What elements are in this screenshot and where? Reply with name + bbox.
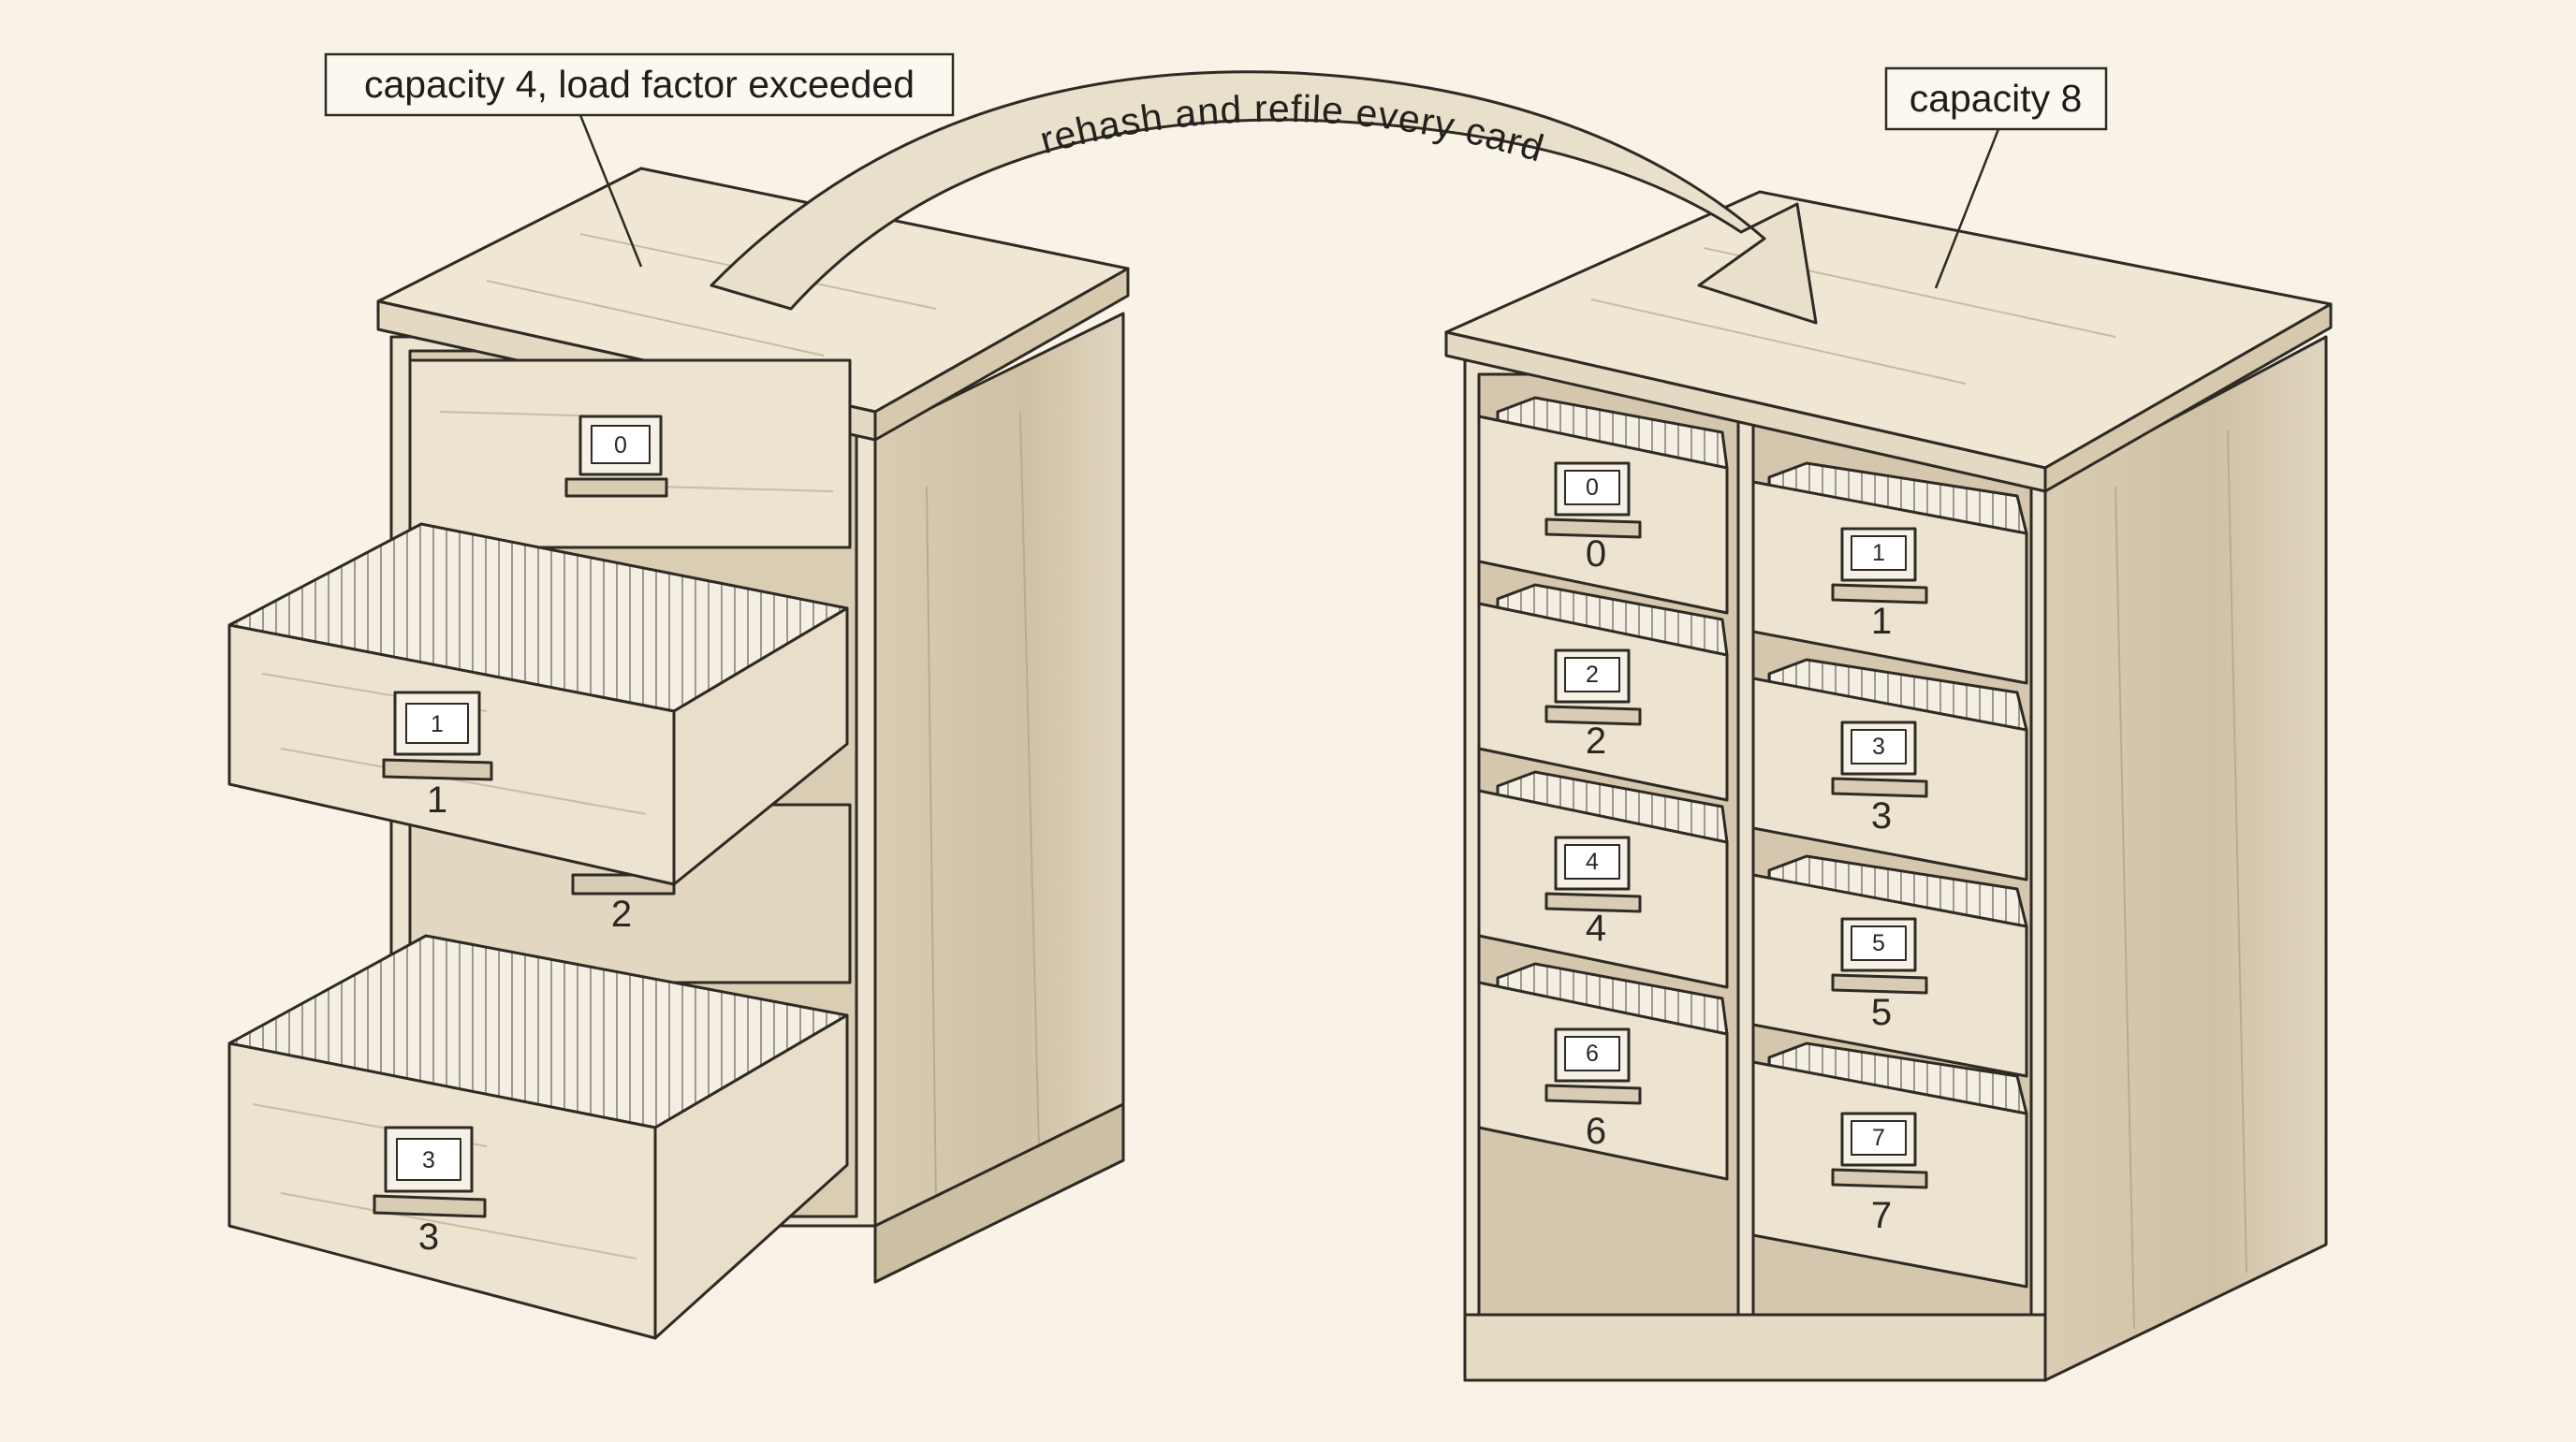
old-cabinet-labels: 0 1 1 2 3 3 — [418, 432, 632, 1258]
new-drawer-1 — [1751, 461, 2028, 685]
old-cabinet — [227, 167, 1130, 1340]
new-drawer-0-tag: 0 — [1586, 474, 1599, 501]
new-drawer-7-label: 7 — [1871, 1195, 1892, 1236]
new-drawer-5 — [1751, 854, 2028, 1078]
old-drawer-2-label: 2 — [611, 894, 632, 935]
old-capacity-box — [324, 52, 955, 117]
old-drawer-3-label: 3 — [418, 1216, 439, 1258]
new-drawer-5-tag: 5 — [1872, 930, 1885, 956]
new-drawer-1-tag: 1 — [1872, 540, 1885, 566]
new-drawer-4-tag: 4 — [1586, 849, 1599, 875]
new-drawer-2 — [1477, 583, 1729, 802]
rehash-arrow — [710, 70, 1818, 325]
new-drawer-7 — [1751, 1041, 2028, 1289]
new-drawer-0 — [1477, 396, 1729, 615]
new-cabinet — [1444, 190, 2333, 1382]
old-drawer-3-tag: 3 — [422, 1147, 435, 1173]
rehash-arrow-body — [710, 70, 1818, 325]
new-drawer-3-tag: 3 — [1872, 734, 1885, 760]
new-drawer-3-label: 3 — [1871, 795, 1892, 837]
old-drawer-1-label: 1 — [427, 779, 447, 821]
new-drawer-2-label: 2 — [1586, 721, 1606, 762]
old-drawer-3 — [227, 934, 849, 1340]
new-capacity-box — [1884, 66, 2108, 131]
new-capacity-callout: capacity 8 — [1884, 66, 2108, 289]
new-drawer-7-tag: 7 — [1872, 1125, 1885, 1151]
old-drawer-1-tag: 1 — [431, 711, 444, 737]
new-drawer-3 — [1751, 658, 2028, 881]
old-capacity-text: capacity 4, load factor exceeded — [364, 63, 915, 106]
new-drawer-1-label: 1 — [1871, 601, 1892, 642]
new-cabinet-side — [2043, 335, 2328, 1382]
new-capacity-text: capacity 8 — [1910, 77, 2083, 120]
old-drawer-0-tag: 0 — [614, 432, 627, 459]
old-drawer-1 — [227, 522, 849, 886]
new-drawer-5-label: 5 — [1871, 992, 1892, 1033]
new-drawer-2-tag: 2 — [1586, 662, 1599, 688]
new-drawer-6-label: 6 — [1586, 1111, 1606, 1152]
new-cabinet-labels: 0 0 2 2 4 4 6 6 1 1 3 3 5 5 7 7 — [1586, 474, 1892, 1236]
new-drawer-6 — [1477, 962, 1729, 1181]
old-capacity-callout: capacity 4, load factor exceeded — [324, 52, 955, 268]
new-drawer-4 — [1477, 770, 1729, 989]
new-drawer-0-label: 0 — [1586, 533, 1606, 575]
new-drawer-6-tag: 6 — [1586, 1041, 1599, 1067]
new-drawer-4-label: 4 — [1586, 908, 1606, 949]
